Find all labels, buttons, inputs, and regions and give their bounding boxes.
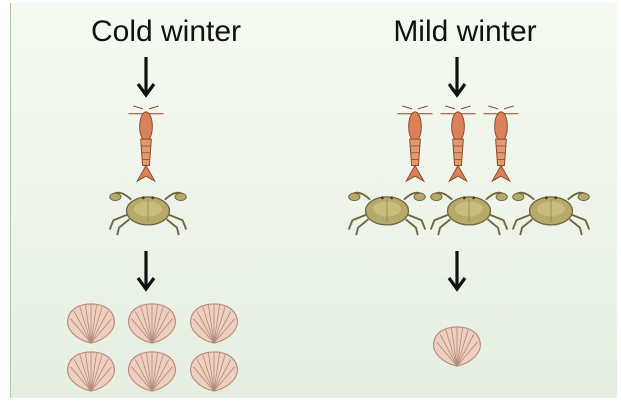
down-arrow-icon xyxy=(134,249,158,293)
shrimp-icon xyxy=(481,105,521,183)
crab-icon xyxy=(106,181,190,237)
cold-winter-title: Cold winter xyxy=(36,15,296,49)
cockle-shell-icon xyxy=(186,348,242,395)
crab-icon xyxy=(427,181,511,237)
down-arrow-icon xyxy=(134,55,158,99)
cockle-shell-icon xyxy=(124,348,180,395)
down-arrow-icon xyxy=(445,249,469,293)
crab-icon xyxy=(345,181,429,237)
diagram-panel: Cold winter Mild winter xyxy=(10,3,617,398)
cockle-shell-icon xyxy=(63,348,119,395)
cockle-shell-icon xyxy=(124,300,180,347)
shrimp-icon xyxy=(126,105,166,183)
cockle-shell-icon xyxy=(186,300,242,347)
shrimp-icon xyxy=(438,105,478,183)
cockle-shell-icon xyxy=(63,300,119,347)
crab-icon xyxy=(509,181,593,237)
shrimp-icon xyxy=(395,105,435,183)
cockle-shell-icon xyxy=(429,323,485,370)
mild-winter-title: Mild winter xyxy=(335,15,595,49)
down-arrow-icon xyxy=(445,55,469,99)
